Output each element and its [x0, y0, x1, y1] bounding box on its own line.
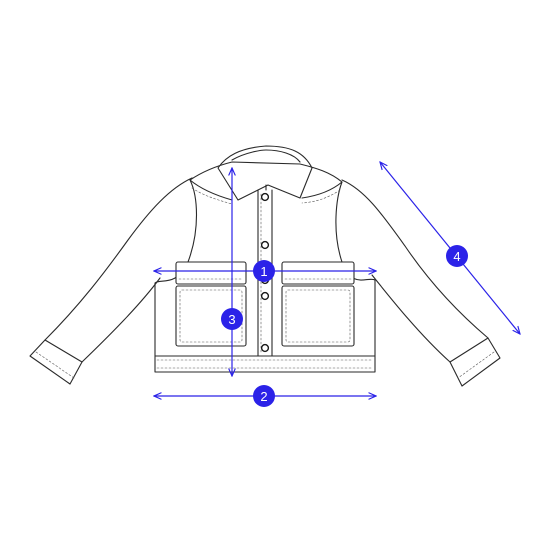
- right-pocket: [281, 285, 355, 347]
- measurement-sleeve: 4: [380, 162, 520, 334]
- measurement-chest: 1: [154, 260, 376, 282]
- measurement-overlay: 1 2 3 4: [154, 162, 520, 407]
- measurement-label-hem-width: 2: [260, 389, 267, 404]
- left-sleeve: [44, 177, 193, 363]
- right-pocket-flap: [281, 261, 355, 285]
- measurement-hem-width: 2: [154, 385, 376, 407]
- jacket-button: [260, 240, 270, 250]
- right-cuff: [449, 337, 501, 387]
- button-group: [260, 192, 270, 353]
- left-pocket: [175, 285, 247, 347]
- collar: [217, 145, 313, 201]
- left-pocket-flap: [175, 261, 247, 285]
- measurement-label-sleeve: 4: [453, 249, 460, 264]
- jacket-button: [260, 343, 270, 353]
- measurement-marker-sleeve: [446, 245, 468, 267]
- measurement-label-chest: 1: [260, 264, 267, 279]
- measurement-label-length: 3: [228, 312, 235, 327]
- measurement-marker-length: [221, 308, 243, 330]
- measurement-marker-chest: [253, 260, 275, 282]
- measurement-length: 3: [221, 168, 243, 376]
- measurement-marker-hem-width: [253, 385, 275, 407]
- jacket-button: [260, 192, 270, 202]
- jacket-button: [260, 291, 270, 301]
- left-cuff: [29, 339, 83, 385]
